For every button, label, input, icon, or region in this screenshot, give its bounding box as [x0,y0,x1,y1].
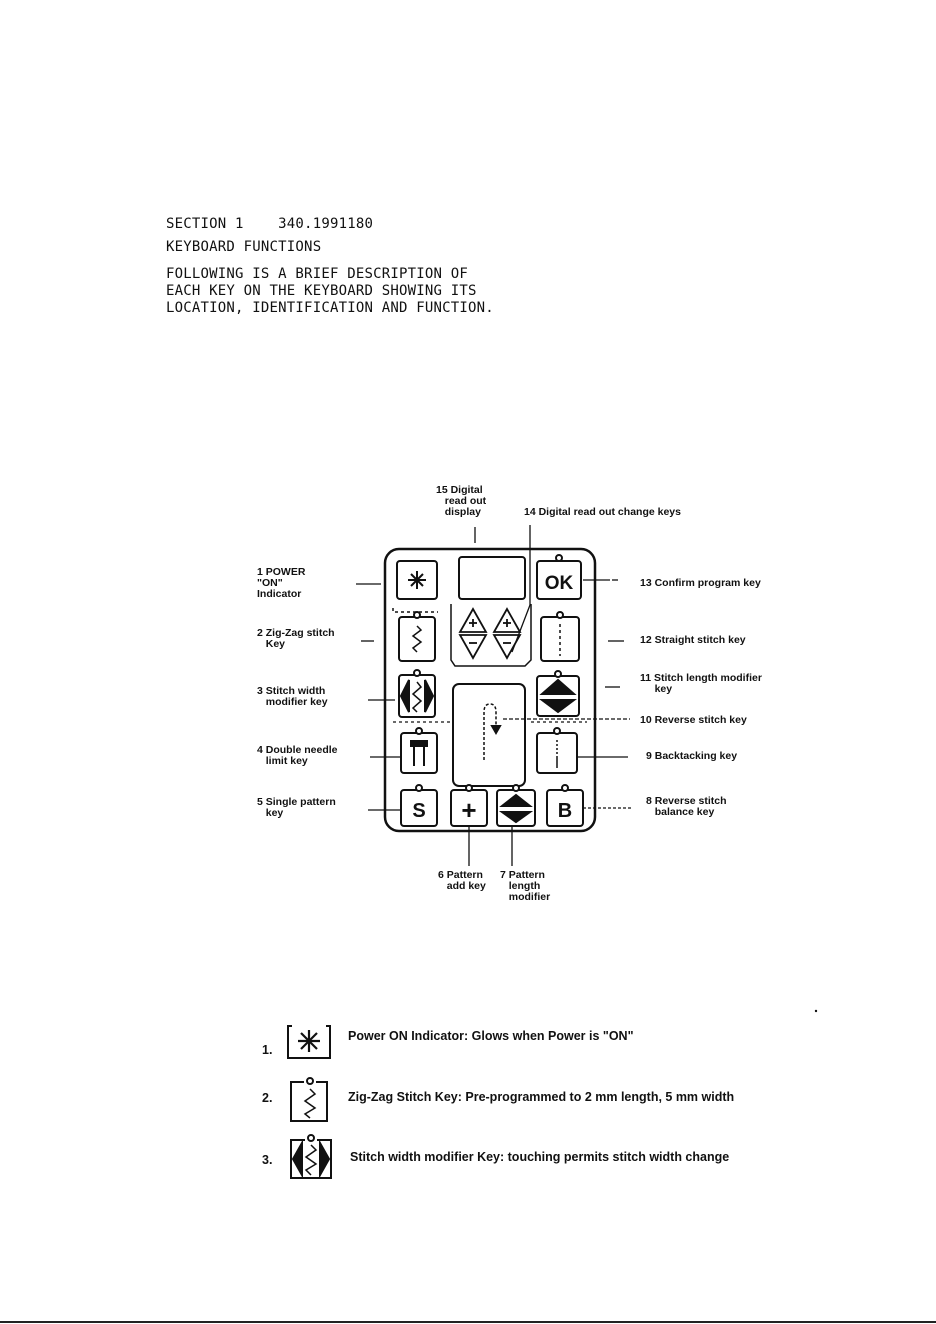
callout-power-indicator: 1 POWER "ON" Indicator [257,566,306,600]
legend-num-2: 2. [262,1091,273,1105]
callout-length-modifier: 11 Stitch length modifier key [640,672,762,695]
legend-text-1: Power ON Indicator: Glows when Power is … [348,1029,634,1043]
callout-straight-stitch: 12 Straight stitch key [640,634,746,646]
speck [814,1009,818,1013]
callout-pattern-add: 6 Pattern add key [438,869,486,892]
callout-single-pattern: 5 Single pattern key [257,796,336,819]
title-line: KEYBOARD FUNCTIONS [166,239,322,255]
digital-readout-display [458,556,526,600]
callout-confirm-program: 13 Confirm program key [640,577,761,589]
s-glyph: S [412,800,425,822]
legend-num-1: 1. [262,1043,273,1057]
callout-zigzag-key: 2 Zig-Zag stitch Key [257,627,335,650]
bottom-edge-rule [0,1321,936,1323]
section-line: SECTION 1 340.1991180 [166,216,374,232]
callout-backtacking: 9 Backtacking key [646,750,738,762]
plus-glyph: + [461,795,476,825]
confirm-program-key [536,554,582,600]
intro-line-3: LOCATION, IDENTIFICATION AND FUNCTION. [166,300,494,316]
backtacking-key [536,727,578,774]
callout-readout-change: 14 Digital read out change keys [524,506,681,518]
ok-glyph: OK [545,573,574,594]
legend-text-2: Zig-Zag Stitch Key: Pre-programmed to 2 … [348,1090,735,1104]
legend-width-icon [290,1134,332,1179]
straight-stitch-key [540,611,580,662]
callout-width-modifier: 3 Stitch width modifier key [257,685,328,708]
legend-text-3: Stitch width modifier Key: touching perm… [350,1150,730,1164]
legend-zigzag-icon [290,1077,328,1122]
stitch-width-modifier-key [398,669,436,718]
callout-pattern-length: 7 Pattern length modifier [500,869,551,903]
callout-readout-display: 15 Digital read out display [436,484,487,518]
intro-line-2: EACH KEY ON THE KEYBOARD SHOWING ITS [166,283,477,299]
legend-num-3: 3. [262,1153,273,1167]
single-pattern-key [400,784,438,827]
callout-reverse-stitch: 10 Reverse stitch key [640,714,747,726]
b-glyph: B [558,800,572,822]
keyboard-panel [383,547,597,833]
stitch-length-modifier-key [536,670,580,717]
pattern-length-modifier-key [496,784,536,827]
power-indicator-key [396,560,438,600]
callout-reverse-balance: 8 Reverse stitch balance key [646,795,727,818]
callout-double-needle: 4 Double needle limit key [257,744,338,767]
intro-line-1: FOLLOWING IS A BRIEF DESCRIPTION OF [166,266,469,282]
double-needle-limit-key [400,727,438,774]
zigzag-stitch-key [398,611,436,662]
